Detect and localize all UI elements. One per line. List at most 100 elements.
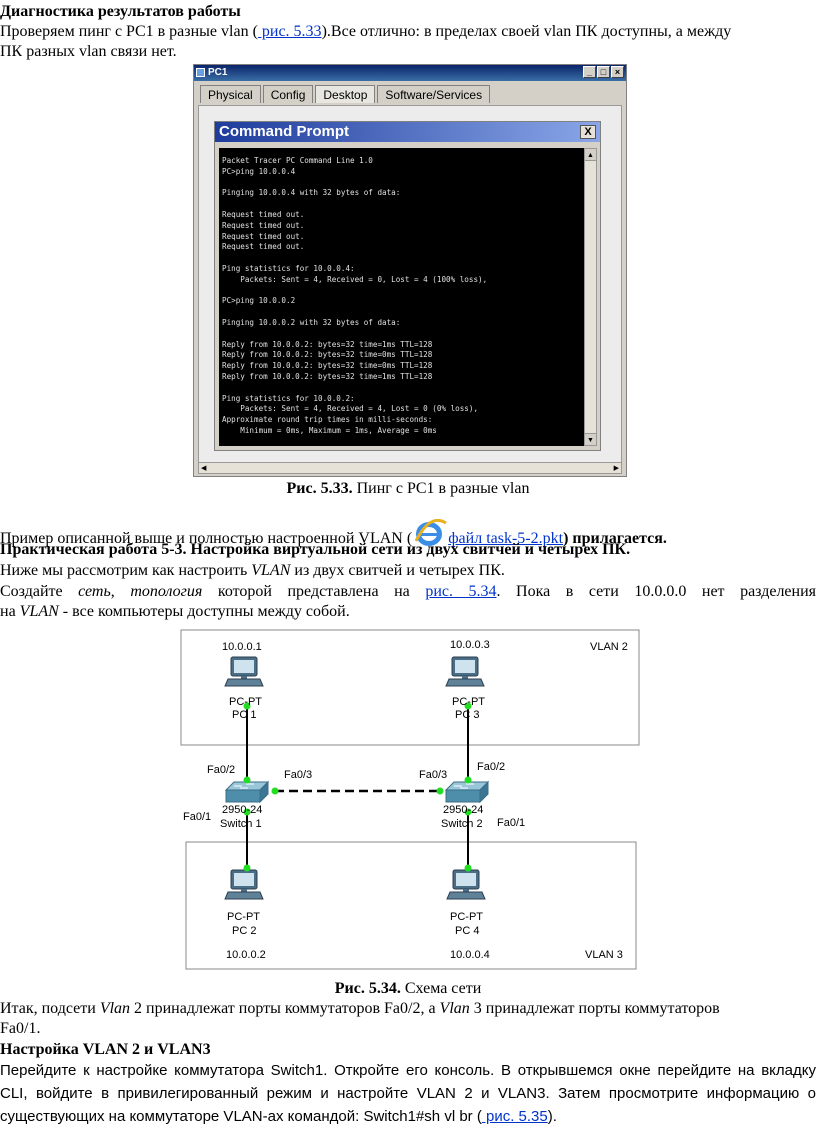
- console-line: [222, 178, 581, 189]
- tab-physical[interactable]: Physical: [200, 85, 261, 103]
- console-line: Packets: Sent = 4, Received = 0, Lost = …: [222, 274, 488, 284]
- caption-text: Схема сети: [400, 980, 482, 997]
- port-light: [464, 776, 472, 784]
- port-light: [271, 787, 279, 795]
- figure-caption-5-33: Рис. 5.33. Пинг с PC1 в разные vlan: [0, 479, 816, 498]
- paragraph-switch1-setup-line3: существующих на коммутаторе VLAN-ах кома…: [0, 1107, 816, 1126]
- console-line: Reply from 10.0.0.2: bytes=32 time=1ms T…: [222, 371, 433, 381]
- pc4-ip: 10.0.0.4: [450, 949, 490, 961]
- scroll-right-icon[interactable]: ▶: [613, 464, 619, 472]
- pc3-type: PC-PT: [452, 696, 485, 708]
- switch2-icon[interactable]: [445, 781, 489, 803]
- port-light: [436, 787, 444, 795]
- sw2-port-fa01: Fa0/1: [497, 817, 525, 829]
- section-heading-diagnostics: Диагностика результатов работы: [0, 3, 241, 20]
- scroll-up-icon[interactable]: ▲: [585, 149, 596, 161]
- paragraph-vlan-ports-line2: Fa0/1.: [0, 1020, 41, 1037]
- figure-link-5-35[interactable]: рис. 5.35: [481, 1108, 548, 1125]
- console-line: [222, 329, 581, 340]
- console-scrollbar[interactable]: ▲ ▼: [584, 148, 597, 446]
- caption-text: Пинг с PC1 в разные vlan: [352, 480, 530, 497]
- pc3-name: PC 3: [455, 709, 479, 721]
- text: Итак, подсети: [0, 1000, 100, 1017]
- console-line: Ping statistics for 10.0.0.2:: [222, 393, 355, 403]
- sw1-name: Switch 1: [220, 818, 262, 830]
- pc4-icon[interactable]: [446, 869, 486, 900]
- sw2-model: 2950-24: [443, 804, 483, 816]
- scroll-down-icon[interactable]: ▼: [585, 433, 596, 445]
- console-line: Request timed out.: [222, 242, 305, 252]
- window-title: PC1: [208, 67, 228, 78]
- horizontal-scrollbar[interactable]: ◀ ▶: [198, 462, 622, 474]
- paragraph-switch1-setup-line1: Перейдите к настройке коммутатора Switch…: [0, 1062, 816, 1079]
- console-line: Packet Tracer PC Command Line 1.0: [222, 156, 373, 165]
- pc1-window: PC1 _ □ × Physical Config Desktop Softwa…: [193, 64, 627, 477]
- sw1-port-fa02: Fa0/2: [207, 764, 235, 776]
- paragraph-create-network: Создайте сеть, топология которой предста…: [0, 582, 816, 601]
- text: VLAN: [251, 562, 291, 579]
- port-light: [464, 702, 472, 710]
- text: - все компьютеры доступны между собой.: [58, 603, 350, 620]
- close-icon[interactable]: ×: [611, 66, 624, 78]
- sw2-port-fa02: Fa0/2: [477, 761, 505, 773]
- pc1-titlebar: PC1 _ □ ×: [194, 65, 626, 81]
- console-line: Pinging 10.0.0.4 with 32 bytes of data:: [222, 188, 401, 198]
- console-line: PC>ping 10.0.0.2: [222, 296, 296, 306]
- pc2-icon[interactable]: [224, 869, 264, 900]
- vlan3-label: VLAN 3: [585, 949, 623, 961]
- pc1-icon[interactable]: [224, 656, 264, 687]
- command-prompt-titlebar: Command Prompt X: [215, 122, 600, 142]
- pc2-type: PC-PT: [227, 911, 260, 923]
- paragraph-ping-check-line2: ПК разных vlan связи нет.: [0, 43, 177, 60]
- console-line: Request timed out.: [222, 231, 305, 241]
- console-line: Request timed out.: [222, 209, 305, 219]
- text: ).: [547, 1108, 557, 1125]
- pc4-name: PC 4: [455, 925, 479, 937]
- file-link-task-5-2[interactable]: файл task-5-2.pkt: [448, 530, 564, 547]
- caption-number: Рис. 5.33.: [286, 480, 353, 497]
- paragraph-intro: Ниже мы рассмотрим как настроить VLAN из…: [0, 561, 816, 580]
- maximize-icon[interactable]: □: [597, 66, 610, 78]
- switch1-icon[interactable]: [225, 781, 269, 803]
- text: Пример описанной выше и полностью настро…: [0, 530, 413, 547]
- figure-link-5-33[interactable]: рис. 5.33: [257, 23, 322, 40]
- console-line: [222, 199, 581, 210]
- app-icon: [196, 68, 205, 77]
- console-line: [222, 307, 581, 318]
- paragraph-vlan-ports: Итак, подсети Vlan 2 принадлежат порты к…: [0, 999, 816, 1018]
- text: на: [0, 603, 20, 620]
- text: 2 принадлежат порты коммутаторов Fa0/2, …: [130, 1000, 440, 1017]
- sw1-port-fa01: Fa0/1: [183, 811, 211, 823]
- sw2-port-fa03: Fa0/3: [419, 769, 447, 781]
- text: . Пока в сети 10.0.0.0 нет разделения: [496, 583, 816, 600]
- internet-explorer-icon[interactable]: [412, 518, 448, 549]
- minimize-icon[interactable]: _: [583, 66, 596, 78]
- pc3-icon[interactable]: [445, 656, 485, 687]
- scroll-left-icon[interactable]: ◀: [201, 464, 207, 472]
- pc3-ip: 10.0.0.3: [450, 639, 490, 651]
- text: которой представлена на: [202, 583, 426, 600]
- command-prompt-window: Command Prompt X Packet Tracer PC Comman…: [214, 121, 601, 451]
- console-line: Pinging 10.0.0.2 with 32 bytes of data:: [222, 317, 401, 327]
- tab-config[interactable]: Config: [262, 85, 314, 103]
- figure-link-5-34[interactable]: рис. 5.34: [425, 583, 497, 600]
- tab-desktop[interactable]: Desktop: [315, 85, 376, 103]
- port-light: [243, 808, 251, 816]
- text: топология: [130, 583, 203, 600]
- console-line: Reply from 10.0.0.2: bytes=32 time=1ms T…: [222, 339, 433, 349]
- port-light: [464, 864, 472, 872]
- command-prompt-title: Command Prompt: [219, 123, 350, 140]
- paragraph-ping-check: Проверяем пинг с PC1 в разные vlan ( рис…: [0, 22, 816, 41]
- console-line: Request timed out.: [222, 220, 305, 230]
- port-light: [243, 776, 251, 784]
- console-line: Minimum = 0ms, Maximum = 1ms, Average = …: [222, 425, 437, 435]
- tab-software-services[interactable]: Software/Services: [377, 85, 491, 103]
- text: из двух свитчей и четырех ПК.: [290, 562, 505, 579]
- port-light: [243, 864, 251, 872]
- pc1-ip: 10.0.0.1: [222, 641, 262, 653]
- sw2-name: Switch 2: [441, 818, 483, 830]
- paragraph-example-file: Пример описанной выше и полностью настро…: [0, 518, 816, 549]
- command-prompt-close-button[interactable]: X: [580, 125, 596, 139]
- console-line: Reply from 10.0.0.2: bytes=32 time=0ms T…: [222, 361, 433, 371]
